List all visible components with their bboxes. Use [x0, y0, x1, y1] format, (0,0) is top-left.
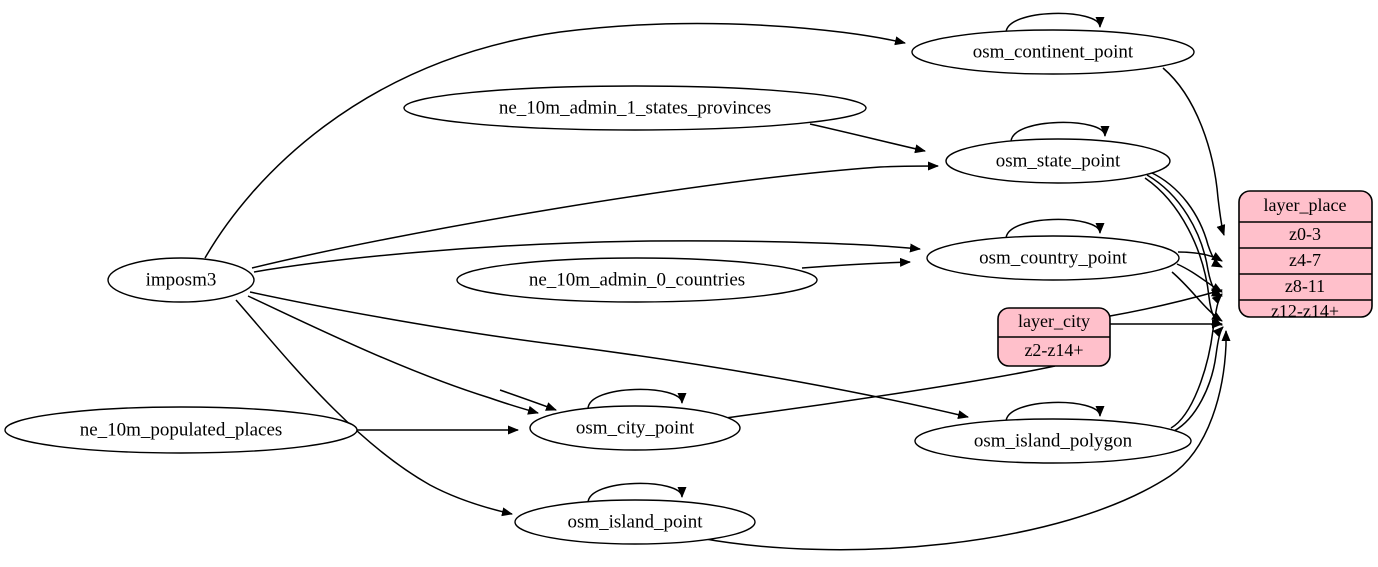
record-node-layer-city[interactable]: layer_city z2-z14+: [997, 307, 1111, 367]
edge-state-place-z811: [1146, 174, 1223, 297]
node-label: osm_state_point: [996, 150, 1121, 171]
record-title-layer-place: layer_place: [1264, 195, 1347, 215]
edge-necountries-country: [801, 257, 911, 269]
node-osm-continent-point[interactable]: osm_continent_point: [911, 29, 1195, 75]
edge-country-place-z811: [1176, 263, 1223, 293]
record-node-layer-place[interactable]: layer_place z0-3 z4-7 z8-11 z12-z14+: [1238, 190, 1373, 321]
record-nodes-layer: layer_place z0-3 z4-7 z8-11 z12-z14+ lay…: [997, 190, 1373, 367]
edge-selfloop-islandpoint: [587, 482, 687, 504]
node-ne-10m-admin-1-states-provinces[interactable]: ne_10m_admin_1_states_provinces: [403, 85, 867, 131]
node-ne-10m-populated-places[interactable]: ne_10m_populated_places: [4, 406, 358, 454]
edge-country-place-z47: [1177, 251, 1223, 262]
node-label: osm_island_polygon: [974, 430, 1133, 451]
edge-continent-place-z03: [1162, 67, 1226, 236]
edge-islandpoint-place-z1214: [699, 330, 1231, 551]
edge-imposm3-city: [247, 295, 539, 415]
node-label: imposm3: [146, 269, 217, 290]
node-label: osm_city_point: [576, 417, 695, 438]
edge-imposm3-country: [253, 240, 921, 273]
edge-imposm3-continent: [204, 22, 906, 259]
edge-selfloop-islandpoly: [1005, 401, 1105, 423]
node-label: ne_10m_admin_1_states_provinces: [499, 97, 771, 118]
edge-imposm3-islandpoly: [249, 291, 969, 420]
edge-imposm3-state: [251, 161, 939, 269]
record-row-z4-7[interactable]: z4-7: [1289, 250, 1321, 270]
node-osm-state-point[interactable]: osm_state_point: [945, 138, 1171, 184]
node-osm-city-point[interactable]: osm_city_point: [529, 405, 741, 451]
node-osm-island-polygon[interactable]: osm_island_polygon: [914, 418, 1192, 464]
node-label: osm_continent_point: [973, 41, 1134, 62]
edge-country-place-z1214: [1171, 271, 1223, 322]
edge-imposm3-islandpoint: [235, 299, 513, 517]
node-label: osm_island_point: [567, 511, 703, 532]
edge-extra-into-city: [499, 389, 557, 411]
edge-city-place-z811: [1109, 288, 1223, 317]
nodes-layer: imposm3 ne_10m_admin_1_states_provinces …: [4, 29, 1195, 545]
record-row-z2-z14plus[interactable]: z2-z14+: [1024, 340, 1083, 360]
edge-selfloop-state: [1010, 121, 1110, 143]
record-row-z0-3[interactable]: z0-3: [1289, 224, 1321, 244]
edge-selfloop-city: [587, 388, 687, 410]
edge-nestates-state: [809, 123, 926, 154]
record-title-layer-city: layer_city: [1018, 311, 1090, 331]
edge-selfloop-continent: [1005, 12, 1105, 34]
edge-islandpoly-place-z811: [1170, 293, 1223, 429]
record-row-z8-11[interactable]: z8-11: [1285, 276, 1325, 296]
node-osm-country-point[interactable]: osm_country_point: [926, 235, 1180, 281]
record-row-z12-z14plus[interactable]: z12-z14+: [1271, 301, 1339, 321]
edge-state-place-z47: [1149, 171, 1223, 268]
node-label: osm_country_point: [979, 247, 1127, 268]
node-ne-10m-admin-0-countries[interactable]: ne_10m_admin_0_countries: [456, 257, 818, 303]
edge-selfloop-country: [1005, 218, 1105, 240]
node-osm-island-point[interactable]: osm_island_point: [514, 499, 756, 545]
edges-layer: [204, 12, 1231, 551]
node-label: ne_10m_admin_0_countries: [529, 269, 745, 290]
node-label: ne_10m_populated_places: [80, 419, 283, 440]
edge-islandpoly-place-z1214: [1173, 326, 1224, 432]
node-imposm3[interactable]: imposm3: [107, 257, 255, 303]
